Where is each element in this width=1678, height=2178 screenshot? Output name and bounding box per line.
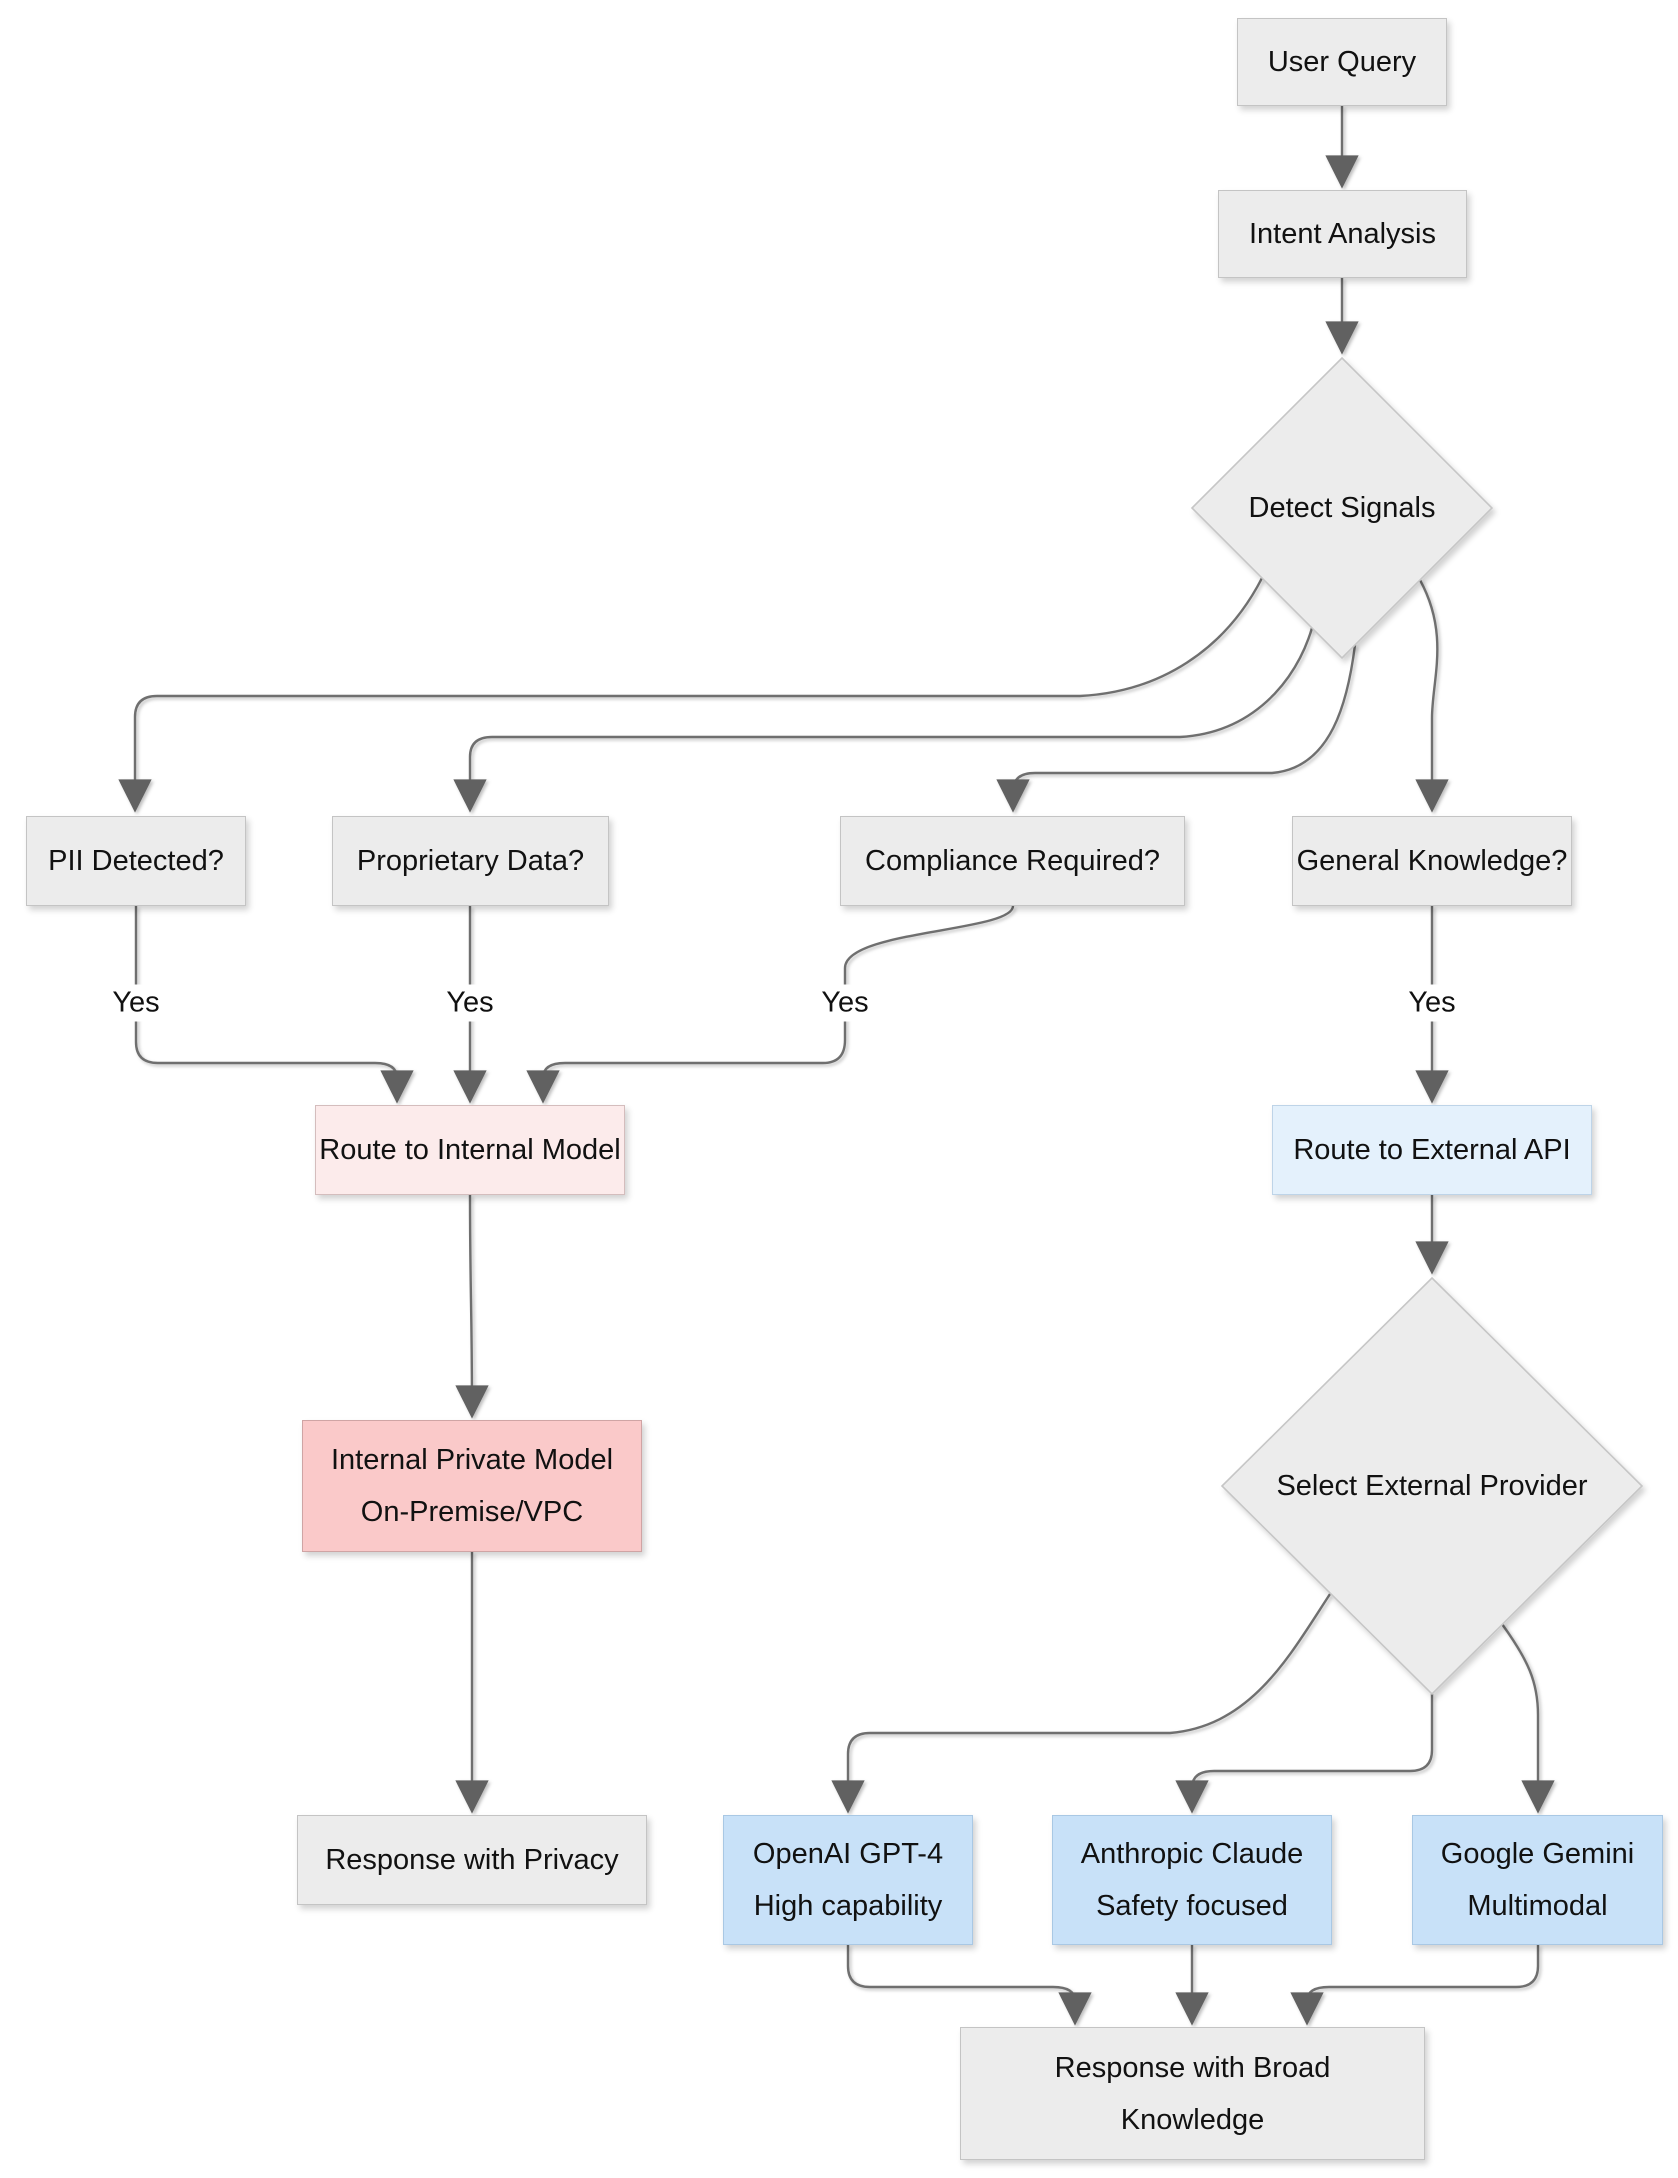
edge-route-internal-to-internal-model <box>455 1194 489 1419</box>
node-label-line2: High capability <box>753 1890 943 1922</box>
edge-pii-yes-to-route-internal <box>134 906 414 1104</box>
node-response-privacy: Response with Privacy <box>297 1815 647 1905</box>
node-label-line2: Safety focused <box>1096 1890 1288 1922</box>
node-label: Route to External API <box>1293 1134 1571 1166</box>
node-label: Intent Analysis <box>1249 218 1436 250</box>
edge-select-to-anthropic <box>1175 1694 1434 1814</box>
node-label-line1: Response with Broad <box>1054 2051 1331 2084</box>
node-openai-gpt4: OpenAI GPT-4 High capability <box>723 1815 973 1945</box>
select-provider-diamond <box>1220 1276 1644 1696</box>
node-label: Response with Privacy <box>325 1844 619 1876</box>
node-detect-signals-label: Detect Signals <box>1248 491 1436 524</box>
node-proprietary-data: Proprietary Data? <box>332 816 609 906</box>
node-pii-detected: PII Detected? <box>26 816 246 906</box>
edge-detect-to-general <box>1415 579 1449 813</box>
node-response-broad: Response with Broad Knowledge <box>960 2027 1425 2160</box>
edge-compliance-yes-to-route-internal <box>526 905 1015 1104</box>
node-label: PII Detected? <box>48 845 224 877</box>
node-compliance-required: Compliance Required? <box>840 816 1185 906</box>
decision-shapes <box>1190 356 1644 1696</box>
node-user-query: User Query <box>1237 18 1447 106</box>
edge-group <box>118 106 1555 2026</box>
edge-label-proprietary-yes: Yes <box>438 984 502 1022</box>
node-route-external: Route to External API <box>1272 1105 1592 1195</box>
node-anthropic-claude: Anthropic Claude Safety focused <box>1052 1815 1332 1945</box>
edge-select-to-google <box>1501 1623 1555 1814</box>
node-label-line1: Google Gemini <box>1440 1838 1635 1870</box>
edge-label-pii-yes: Yes <box>104 984 168 1022</box>
edge-google-to-response-broad <box>1290 1945 1540 2026</box>
node-label-line1: OpenAI GPT-4 <box>752 1838 944 1870</box>
node-label-line1: Anthropic Claude <box>1080 1838 1304 1870</box>
node-label-line1: Internal Private Model <box>330 1444 614 1476</box>
edge-openai-to-response-broad <box>846 1945 1092 2026</box>
node-internal-private-model: Internal Private Model On-Premise/VPC <box>302 1420 642 1552</box>
node-select-provider-label: Select External Provider <box>1276 1469 1588 1502</box>
node-google-gemini: Google Gemini Multimodal <box>1412 1815 1663 1945</box>
node-label: Proprietary Data? <box>356 845 585 877</box>
edge-select-to-openai <box>831 1593 1332 1814</box>
edge-detect-to-pii <box>118 577 1264 813</box>
node-label: General Knowledge? <box>1296 845 1568 877</box>
node-general-knowledge: General Knowledge? <box>1292 816 1572 906</box>
node-route-internal: Route to Internal Model <box>315 1105 625 1195</box>
node-label-line2: Multimodal <box>1467 1890 1608 1922</box>
edge-label-compliance-yes: Yes <box>813 984 877 1022</box>
edge-detect-to-proprietary <box>453 627 1314 813</box>
node-label: Route to Internal Model <box>319 1134 621 1166</box>
node-label-line2: On-Premise/VPC <box>360 1496 584 1528</box>
edge-detect-to-compliance <box>996 644 1357 813</box>
node-label-line2: Knowledge <box>1120 2103 1265 2136</box>
node-intent-analysis: Intent Analysis <box>1218 190 1467 278</box>
node-label: User Query <box>1267 46 1417 78</box>
edge-label-general-yes: Yes <box>1400 984 1464 1022</box>
detect-signals-diamond <box>1190 356 1494 660</box>
node-label: Compliance Required? <box>865 845 1160 877</box>
